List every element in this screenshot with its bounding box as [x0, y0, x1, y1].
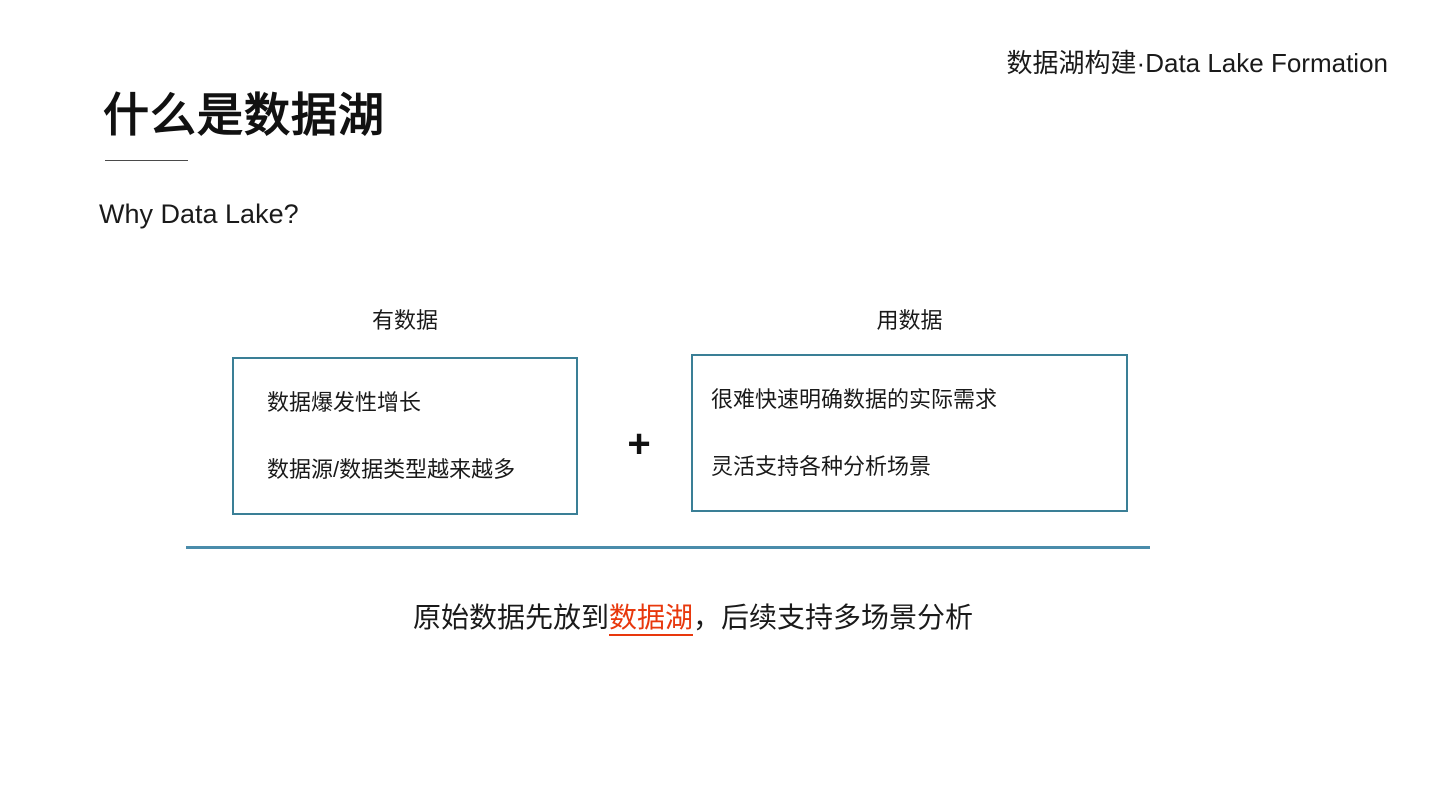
panel-have-data-line-2: 数据源/数据类型越来越多	[267, 456, 516, 482]
page-subtitle: Why Data Lake?	[99, 199, 299, 229]
column-label-have-data: 有数据	[371, 308, 438, 333]
column-label-use-data: 用数据	[876, 308, 943, 333]
conclusion-suffix: ，后续支持多场景分析	[693, 602, 974, 633]
page-title: 什么是数据湖	[103, 89, 385, 141]
panel-have-data-lines: 数据爆发性增长 数据源/数据类型越来越多	[234, 359, 576, 513]
title-underline-rule	[105, 160, 188, 161]
conclusion-highlight-term: 数据湖	[608, 602, 693, 636]
panel-use-data-lines: 很难快速明确数据的实际需求 灵活支持各种分析场景	[693, 356, 1126, 510]
section-divider-rule	[186, 546, 1150, 549]
slide-kicker: 数据湖构建·Data Lake Formation	[1006, 48, 1388, 78]
panel-have-data-line-1: 数据爆发性增长	[267, 390, 422, 415]
conclusion-statement: 原始数据先放到数据湖，后续支持多场景分析	[0, 600, 1386, 636]
plus-operator-icon: +	[627, 422, 651, 466]
conclusion-prefix: 原始数据先放到	[412, 602, 609, 633]
panel-use-data-line-1: 很难快速明确数据的实际需求	[711, 387, 998, 412]
panel-have-data: 数据爆发性增长 数据源/数据类型越来越多	[232, 357, 578, 515]
panel-use-data-line-2: 灵活支持各种分析场景	[711, 453, 932, 479]
panel-use-data: 很难快速明确数据的实际需求 灵活支持各种分析场景	[691, 354, 1128, 512]
